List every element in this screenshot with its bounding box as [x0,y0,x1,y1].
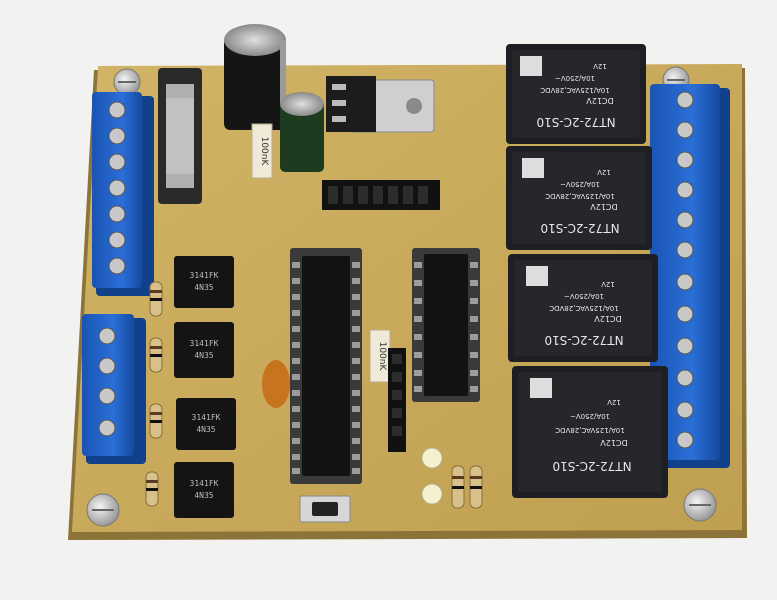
resistor [149,281,163,317]
mounting-screw [683,488,717,522]
optocoupler: 3141FK 4N35 [174,322,234,378]
relay-rating: 10A/125VAC,28VDC [549,304,619,312]
hf-logo-icon [530,378,552,398]
driver-ic [412,248,480,402]
electrolytic-capacitor [280,92,324,172]
voltage-regulator [326,76,435,133]
relay: NT72-2C-S10 DC12V 10A/125VAC,28VDC 10A/2… [508,254,658,362]
terminal-block-left-bottom [82,314,146,464]
relay-model: NT72-2C-S10 [544,333,623,347]
resistor [469,465,483,509]
relay-voltage: 12V [597,168,611,176]
hf-logo-icon [522,158,544,178]
pin-header [322,180,440,210]
optocoupler-label: 4N35 [194,351,213,360]
optocoupler-label: 3141FK [190,339,219,348]
fuse-holder [158,68,202,204]
hf-logo-icon [520,56,542,76]
led [421,447,443,469]
tantalum-capacitor [262,360,290,408]
optocoupler: 3141FK 4N35 [174,462,234,518]
capacitor-label: 100nK [377,342,387,372]
relay-coil: DC12V [590,202,618,211]
led [421,483,443,505]
relay: NT72-2C-S10 DC12V 10A/125VAC,28VDC 10A/2… [506,44,646,144]
optocoupler-label: 3141FK [192,413,221,422]
optocoupler-label: 4N35 [196,425,215,434]
relay: NT72-2C-S10 DC12V 10A/125VAC,28VDC 10A/2… [506,146,652,250]
relay-rating: 10A/125VAC,28VDC [545,192,615,200]
relay-rating: 10A/250V~ [564,292,604,300]
electrolytic-capacitor [224,24,286,130]
relay-voltage: 12V [601,280,615,288]
pin-header-vertical [388,348,406,452]
resistor [451,465,465,509]
hf-logo-icon [526,266,548,286]
relay-model: NT72-2C-S10 [536,115,615,129]
optocoupler-label: 3141FK [190,479,219,488]
film-capacitor: 100nK [369,329,391,383]
mounting-screw [86,493,120,527]
relay-rating: 10A/125VAC,28VDC [555,426,625,434]
relay-voltage: 12V [607,398,621,406]
optocoupler: 3141FK 4N35 [174,256,234,308]
relay-coil: DC12V [600,438,628,447]
relay-voltage: 12V [593,62,607,70]
resistor [145,471,159,507]
mounting-screw [113,68,141,96]
capacitor-label: 100nK [259,137,269,167]
film-capacitor: 100nK [251,123,273,179]
optocoupler-label: 4N35 [194,283,213,292]
resistor [149,337,163,373]
relay-model: NT72-2C-S10 [540,221,619,235]
relay-model: NT72-2C-S10 [552,459,631,473]
tactile-switch [299,495,351,523]
relay-rating: 10A/125VAC,28VDC [540,86,610,94]
relay-coil: DC12V [586,96,614,105]
optocoupler-label: 3141FK [190,271,219,280]
relay-rating: 10A/250V~ [560,180,600,188]
relay-rating: 10A/250V~ [555,74,595,82]
terminal-block-right [650,84,730,468]
terminal-block-left-top [92,92,154,296]
relay-rating: 10A/250V~ [570,412,610,420]
optocoupler: 3141FK 4N35 [176,398,236,450]
relay-coil: DC12V [594,314,622,323]
relay: NT72-2C-S10 DC12V 10A/125VAC,28VDC 10A/2… [512,366,668,498]
optocoupler-label: 4N35 [194,491,213,500]
resistor [149,403,163,439]
microcontroller [290,248,362,484]
